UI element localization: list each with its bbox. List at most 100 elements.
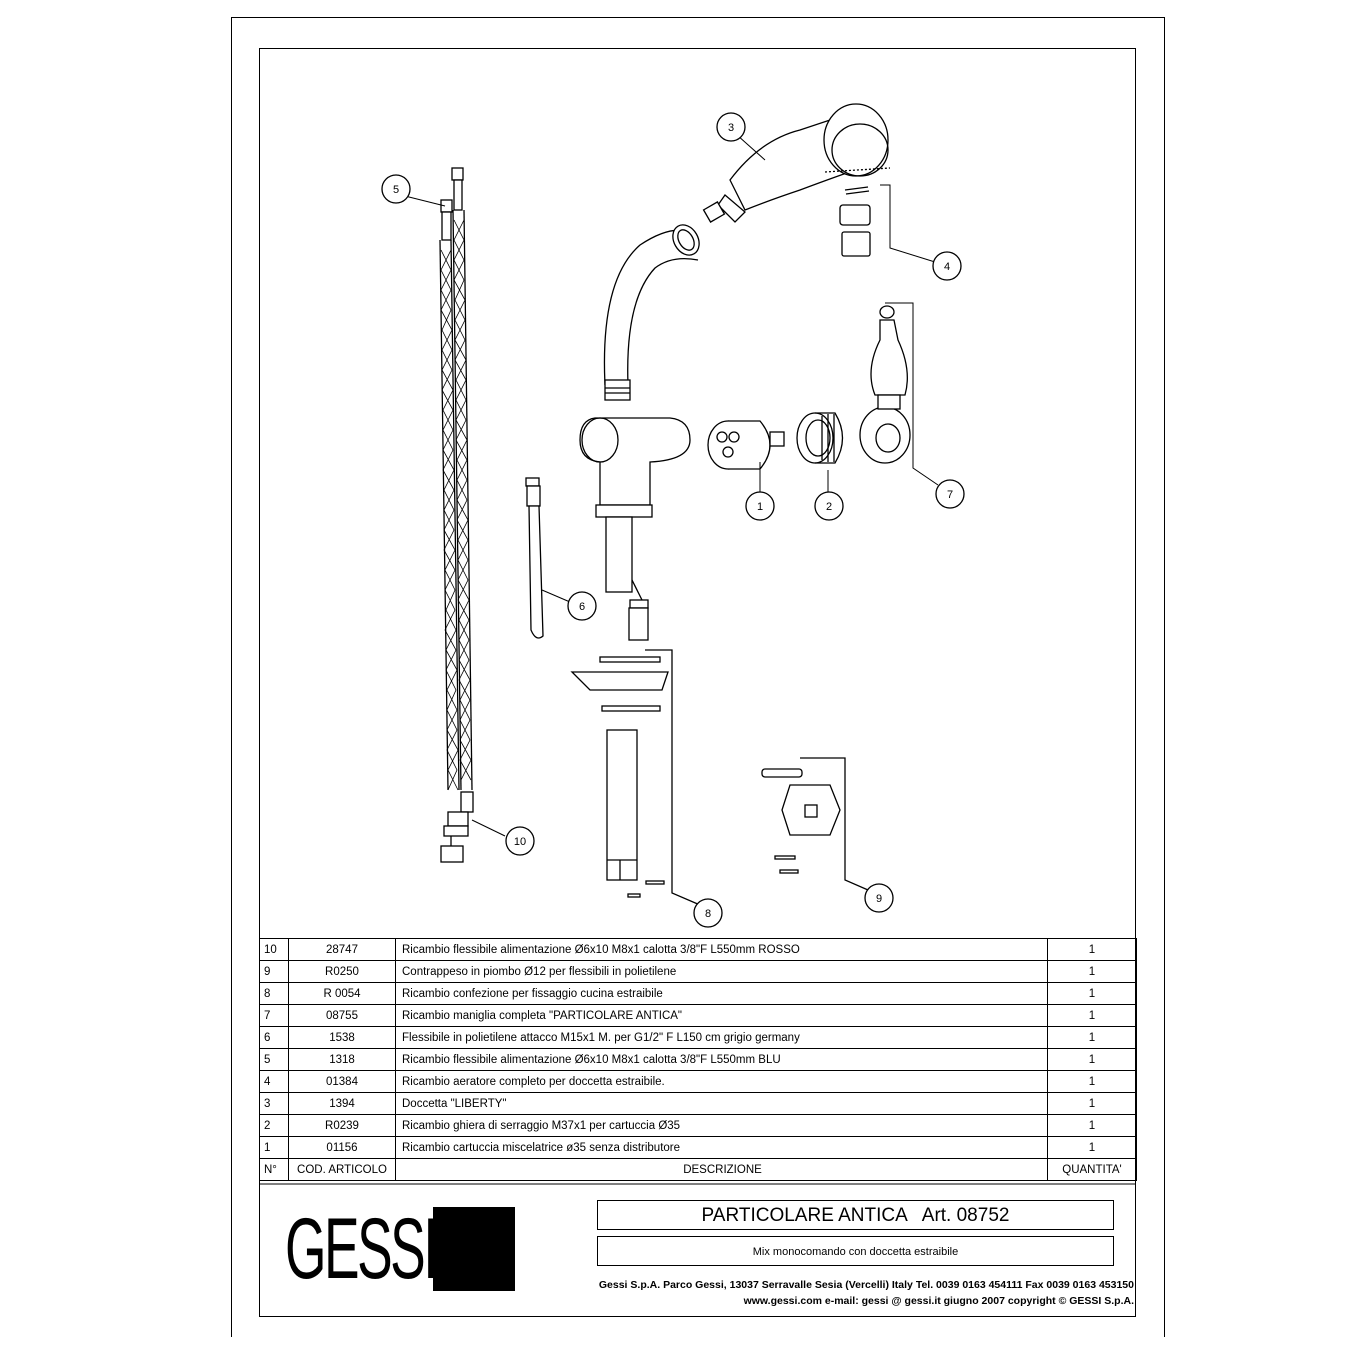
row-code: 1394 <box>288 1092 396 1115</box>
callout-6-label: 6 <box>579 601 585 613</box>
row-quantity: 1 <box>1047 1070 1137 1093</box>
callout-2-label: 2 <box>826 501 832 513</box>
row-number: 2 <box>259 1114 289 1137</box>
drawing-frame <box>259 48 1136 1317</box>
row-description: Ricambio ghiera di serraggio M37x1 per c… <box>395 1114 1048 1137</box>
parts-list-header-row: N° COD. ARTICOLO DESCRIZIONE QUANTITA' <box>259 1158 1137 1181</box>
row-description: Ricambio flessibile alimentazione Ø6x10 … <box>395 938 1048 961</box>
drawing-sheet-border <box>231 17 1165 1337</box>
row-quantity: 1 <box>1047 960 1137 983</box>
row-description: Doccetta "LIBERTY" <box>395 1092 1048 1115</box>
row-quantity: 1 <box>1047 1092 1137 1115</box>
logo-square <box>433 1207 515 1291</box>
callout-8: 8 <box>693 898 723 928</box>
product-title: PARTICOLARE ANTICA <box>701 1205 908 1226</box>
row-number: 6 <box>259 1026 289 1049</box>
hand-shower-part <box>702 103 891 223</box>
article-number: Art. 08752 <box>921 1205 1010 1226</box>
row-description: Ricambio flessibile alimentazione Ø6x10 … <box>395 1048 1048 1071</box>
row-quantity: 1 <box>1047 1026 1137 1049</box>
header-code: COD. ARTICOLO <box>288 1158 396 1181</box>
callout-9: 9 <box>864 883 894 913</box>
row-code: R0250 <box>288 960 396 983</box>
flexible-hose-part <box>525 477 544 639</box>
company-contacts: www.gessi.com e-mail: gessi @ gessi.it g… <box>743 1295 1134 1307</box>
callout-1-label: 1 <box>757 501 763 513</box>
row-description: Ricambio confezione per fissaggio cucina… <box>395 982 1048 1005</box>
header-description: DESCRIZIONE <box>395 1158 1048 1181</box>
callout-10: 10 <box>505 826 535 856</box>
callout-2: 2 <box>814 491 844 521</box>
row-number: 8 <box>259 982 289 1005</box>
callout-7: 7 <box>935 479 965 509</box>
callout-9-label: 9 <box>876 893 882 905</box>
row-number: 1 <box>259 1136 289 1159</box>
callout-10-label: 10 <box>514 836 526 848</box>
row-number: 10 <box>259 938 289 961</box>
row-code: 1318 <box>288 1048 396 1071</box>
callout-7-label: 7 <box>947 489 953 501</box>
row-code: 01156 <box>288 1136 396 1159</box>
callout-5: 5 <box>381 174 411 204</box>
fixing-kit-part <box>570 649 701 906</box>
row-quantity: 1 <box>1047 1004 1137 1027</box>
company-address: Gessi S.p.A. Parco Gessi, 13037 Serraval… <box>598 1279 1134 1291</box>
row-number: 7 <box>259 1004 289 1027</box>
braided-hose-part <box>439 167 474 863</box>
row-number: 5 <box>259 1048 289 1071</box>
aerator-part <box>839 186 871 257</box>
row-quantity: 1 <box>1047 1114 1137 1137</box>
gessi-logo: GESSI <box>285 1201 515 1297</box>
subtitle-box: Mix monocomando con doccetta estraibile <box>597 1236 1114 1266</box>
row-code: 08755 <box>288 1004 396 1027</box>
callout-4-label: 4 <box>944 261 950 273</box>
handle-part <box>859 305 911 464</box>
title-box: PARTICOLARE ANTICA Art. 08752 <box>597 1200 1114 1230</box>
row-code: R0239 <box>288 1114 396 1137</box>
callout-3: 3 <box>716 112 746 142</box>
ring-nut-part <box>796 412 844 464</box>
header-number: N° <box>259 1158 289 1181</box>
row-number: 9 <box>259 960 289 983</box>
row-quantity: 1 <box>1047 938 1137 961</box>
row-number: 4 <box>259 1070 289 1093</box>
row-description: Ricambio aeratore completo per doccetta … <box>395 1070 1048 1093</box>
callout-5-label: 5 <box>393 184 399 196</box>
header-quantity: QUANTITA' <box>1047 1158 1137 1181</box>
callout-4: 4 <box>932 251 962 281</box>
row-description: Contrappeso in piombo Ø12 per flessibili… <box>395 960 1048 983</box>
row-code: 1538 <box>288 1026 396 1049</box>
counterweight-part <box>761 757 869 891</box>
row-quantity: 1 <box>1047 982 1137 1005</box>
row-quantity: 1 <box>1047 1048 1137 1071</box>
callout-1: 1 <box>745 491 775 521</box>
mixer-body <box>579 224 700 641</box>
row-code: 28747 <box>288 938 396 961</box>
cartridge-part <box>707 420 785 470</box>
callout-6: 6 <box>567 591 597 621</box>
callout-3-label: 3 <box>728 122 734 134</box>
row-quantity: 1 <box>1047 1136 1137 1159</box>
product-subtitle: Mix monocomando con doccetta estraibile <box>752 1246 959 1258</box>
company-info: Gessi S.p.A. Parco Gessi, 13037 Serraval… <box>599 1277 1134 1309</box>
logo-text: GESSI <box>285 1201 438 1297</box>
row-description: Ricambio cartuccia miscelatrice ø35 senz… <box>395 1136 1048 1159</box>
row-description: Ricambio maniglia completa "PARTICOLARE … <box>395 1004 1048 1027</box>
callout-8-label: 8 <box>705 908 711 920</box>
row-description: Flessibile in polietilene attacco M15x1 … <box>395 1026 1048 1049</box>
row-code: R 0054 <box>288 982 396 1005</box>
row-code: 01384 <box>288 1070 396 1093</box>
row-number: 3 <box>259 1092 289 1115</box>
